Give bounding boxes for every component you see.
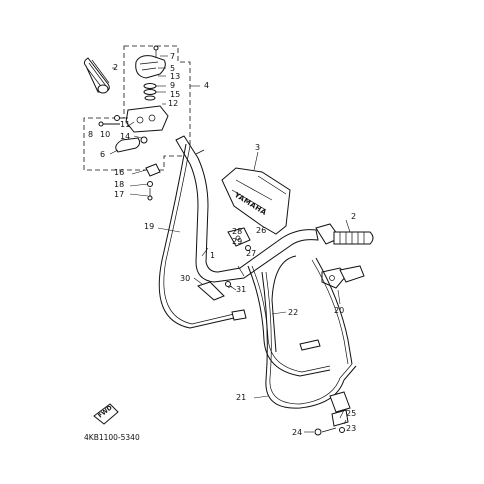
callout-14: 14	[120, 132, 130, 141]
callout-18: 18	[114, 180, 124, 189]
callout-5: 5	[170, 64, 175, 73]
callout-7: 7	[170, 52, 175, 61]
throttle-cable[interactable]	[158, 143, 247, 329]
right-grip[interactable]	[315, 223, 374, 245]
callout-4: 4	[204, 81, 209, 90]
handlebar-switch[interactable]	[227, 227, 251, 251]
callout-23: 23	[346, 424, 356, 433]
switch-housing-upper[interactable]	[135, 45, 166, 79]
spacer-stack	[143, 83, 157, 101]
front-direction-stamp: FWD	[93, 403, 119, 425]
callout-28: 28	[232, 227, 242, 236]
choke-lever[interactable]	[197, 281, 237, 301]
callout-19: 19	[144, 222, 154, 231]
callout-9: 9	[170, 81, 175, 90]
callout-27: 27	[246, 249, 256, 258]
callout-17: 17	[114, 190, 124, 199]
small-fasteners	[140, 136, 161, 201]
diagram-code: 4KB1100-5340	[84, 433, 140, 442]
callout-11: 11	[120, 120, 130, 129]
callout-13: 13	[170, 72, 180, 81]
switch-housing-lower[interactable]	[114, 105, 169, 133]
left-grip[interactable]	[83, 57, 110, 94]
callout-31: 31	[236, 285, 246, 294]
callout-10: 10	[100, 130, 110, 139]
callout-3: 3	[255, 143, 260, 152]
callout-2-right: 2	[351, 212, 356, 221]
callout-16: 16	[114, 168, 124, 177]
callout-12: 12	[168, 99, 178, 108]
assembly-group-outline	[83, 45, 191, 171]
callout-15: 15	[170, 90, 180, 99]
handlebar[interactable]	[175, 135, 319, 283]
callout-20: 20	[334, 306, 344, 315]
callout-24: 24	[292, 428, 302, 437]
handlebar-cover[interactable]: YAMAHA	[221, 167, 291, 235]
throttle-lever[interactable]	[115, 137, 141, 153]
callout-6: 6	[100, 150, 105, 159]
screw-10	[98, 121, 120, 127]
callout-21: 21	[236, 393, 246, 402]
callout-25: 25	[346, 409, 356, 418]
callout-1: 1	[210, 251, 215, 260]
callout-labels: 1 2 2 3 4 5 6 7 8 9 10 11 12 13 14 15 16…	[88, 52, 356, 437]
callout-22: 22	[288, 308, 298, 317]
callout-30: 30	[180, 274, 190, 283]
leader-lines	[109, 55, 351, 433]
callout-29: 29	[232, 237, 242, 246]
brake-lever-holder[interactable]	[321, 265, 365, 289]
brake-cable-22[interactable]	[247, 255, 331, 377]
callout-26: 26	[256, 226, 266, 235]
callout-2-left: 2	[113, 63, 118, 72]
callout-8: 8	[88, 130, 93, 139]
